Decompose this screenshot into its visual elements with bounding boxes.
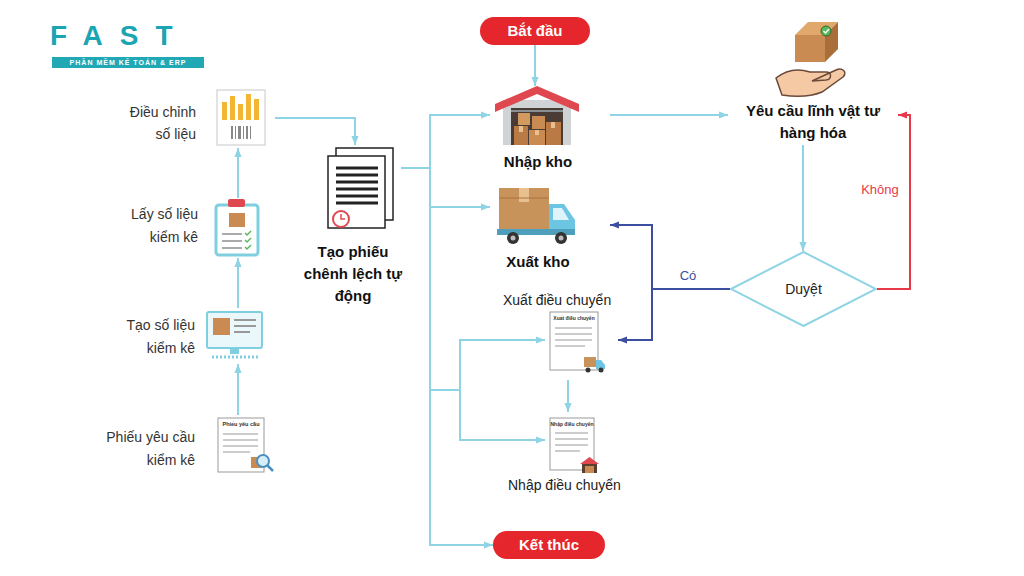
chart-doc-icon: [217, 90, 265, 145]
node-label: Bắt đầu: [480, 22, 590, 40]
pill-fill: [480, 17, 590, 45]
node-label: Xuất kho: [490, 252, 586, 272]
flow-connector: [401, 115, 490, 168]
warehouse-in-step: Nhập kho: [490, 86, 610, 176]
adjust-step: Điều chỉnh số liệu: [85, 88, 275, 148]
decision-diamond: Duyệt: [730, 251, 877, 327]
transfer-out-doc: Xuất điều chuyển: [545, 290, 618, 380]
node-label: Tạo phiếu chênh lệch tự động: [303, 241, 403, 307]
end-terminal: Kết thúc: [493, 531, 605, 559]
logo-text: PHẦN MỀM KẾ TOÁN & ERP: [52, 58, 204, 67]
diamond-outline: [731, 252, 876, 326]
truck-icon: [497, 188, 575, 244]
node-label: Nhập kho: [490, 152, 586, 172]
edge-label: Có: [670, 267, 706, 285]
node-label: Nhập điều chuyển: [508, 476, 638, 494]
start-terminal: Bắt đầu: [480, 17, 590, 45]
flow-connector: [401, 168, 493, 545]
pill-fill: [493, 531, 605, 559]
document-icon: [328, 148, 393, 228]
flow-connector: [237, 148, 239, 198]
node-label: Tạo số liệu kiểm kê: [115, 314, 195, 360]
warehouse-icon: [495, 86, 579, 145]
transfer-out-icon: [550, 312, 605, 373]
flow-connector: [401, 168, 545, 390]
flow-connector: [237, 364, 239, 415]
monitor-icon: [207, 312, 262, 357]
clipboard-icon: [216, 199, 258, 255]
request-doc-icon: [218, 418, 273, 472]
flow-connector: [567, 380, 569, 412]
logo-text: FAST: [50, 20, 220, 52]
flow-connector: [275, 118, 355, 145]
node-label: Xuất điều chuyển: [503, 291, 633, 309]
node-label: Điều chỉnh số liệu: [116, 101, 196, 145]
icon-caption: Phiếu yêu cầu: [219, 421, 263, 428]
flow-connector: [534, 45, 536, 86]
flow-connector: [237, 258, 239, 308]
node-label: Phiếu yêu cầu kiểm kê: [95, 426, 195, 472]
node-label: Lấy số liệu kiểm kê: [118, 203, 198, 249]
flow-connector: [802, 145, 804, 251]
collect-step: Lấy số liệu kiểm kê: [85, 198, 275, 258]
node-label: Yêu cầu lĩnh vật tư hàng hóa: [728, 100, 898, 144]
flow-connector: [618, 289, 730, 340]
flow-connector: [610, 114, 728, 116]
icon-caption: Nhập điều chuyển: [548, 421, 596, 428]
logo-band: [52, 57, 204, 68]
create-step: Tạo số liệu kiểm kê: [85, 308, 275, 364]
node-label: Duyệt: [730, 279, 877, 299]
warehouse-out-step: Xuất kho: [490, 183, 610, 273]
flow-connector: [610, 225, 730, 289]
edge-label: Không: [852, 181, 908, 199]
node-label: Kết thúc: [493, 536, 605, 554]
flow-connector: [877, 115, 910, 289]
flow-connector: [401, 168, 490, 207]
variance-doc: Tạo phiếu chênh lệch tự động: [305, 145, 401, 305]
request-step: Yêu cầu lĩnh vật tư hàng hóa: [728, 15, 898, 145]
icon-caption: Xuất điều chuyển: [549, 315, 599, 322]
hand-box-icon: [776, 22, 845, 96]
